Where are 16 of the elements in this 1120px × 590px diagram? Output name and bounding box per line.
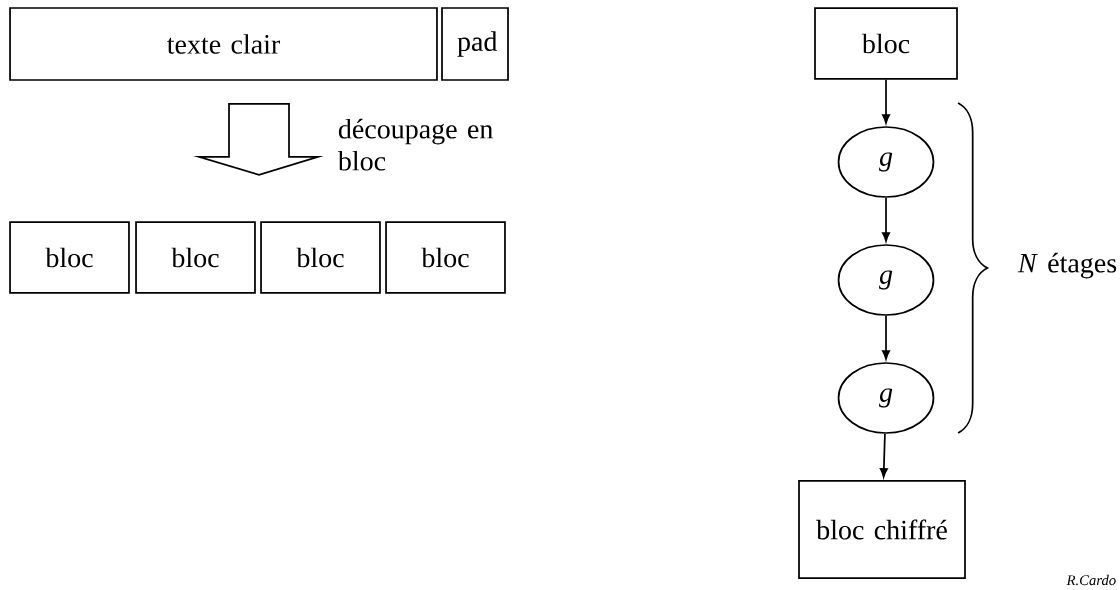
text-box: bloc [260,221,381,294]
text-box: bloc [135,221,256,294]
text-box: bloc [814,7,958,80]
arrow [882,78,890,124]
arrow [882,197,890,242]
block-arrow [193,103,324,176]
text-box: bloc [9,221,130,294]
arrow [879,433,888,478]
author-note: R.Cardo [1066,574,1116,586]
text-box: bloc [385,221,506,294]
text-box: pad [441,7,509,81]
edge-label: découpage en bloc [337,118,493,171]
annotation: N étages [1017,252,1117,279]
text-box: bloc chiffré [798,480,966,579]
text-box: texte clair [9,7,438,81]
arrow [882,315,890,360]
